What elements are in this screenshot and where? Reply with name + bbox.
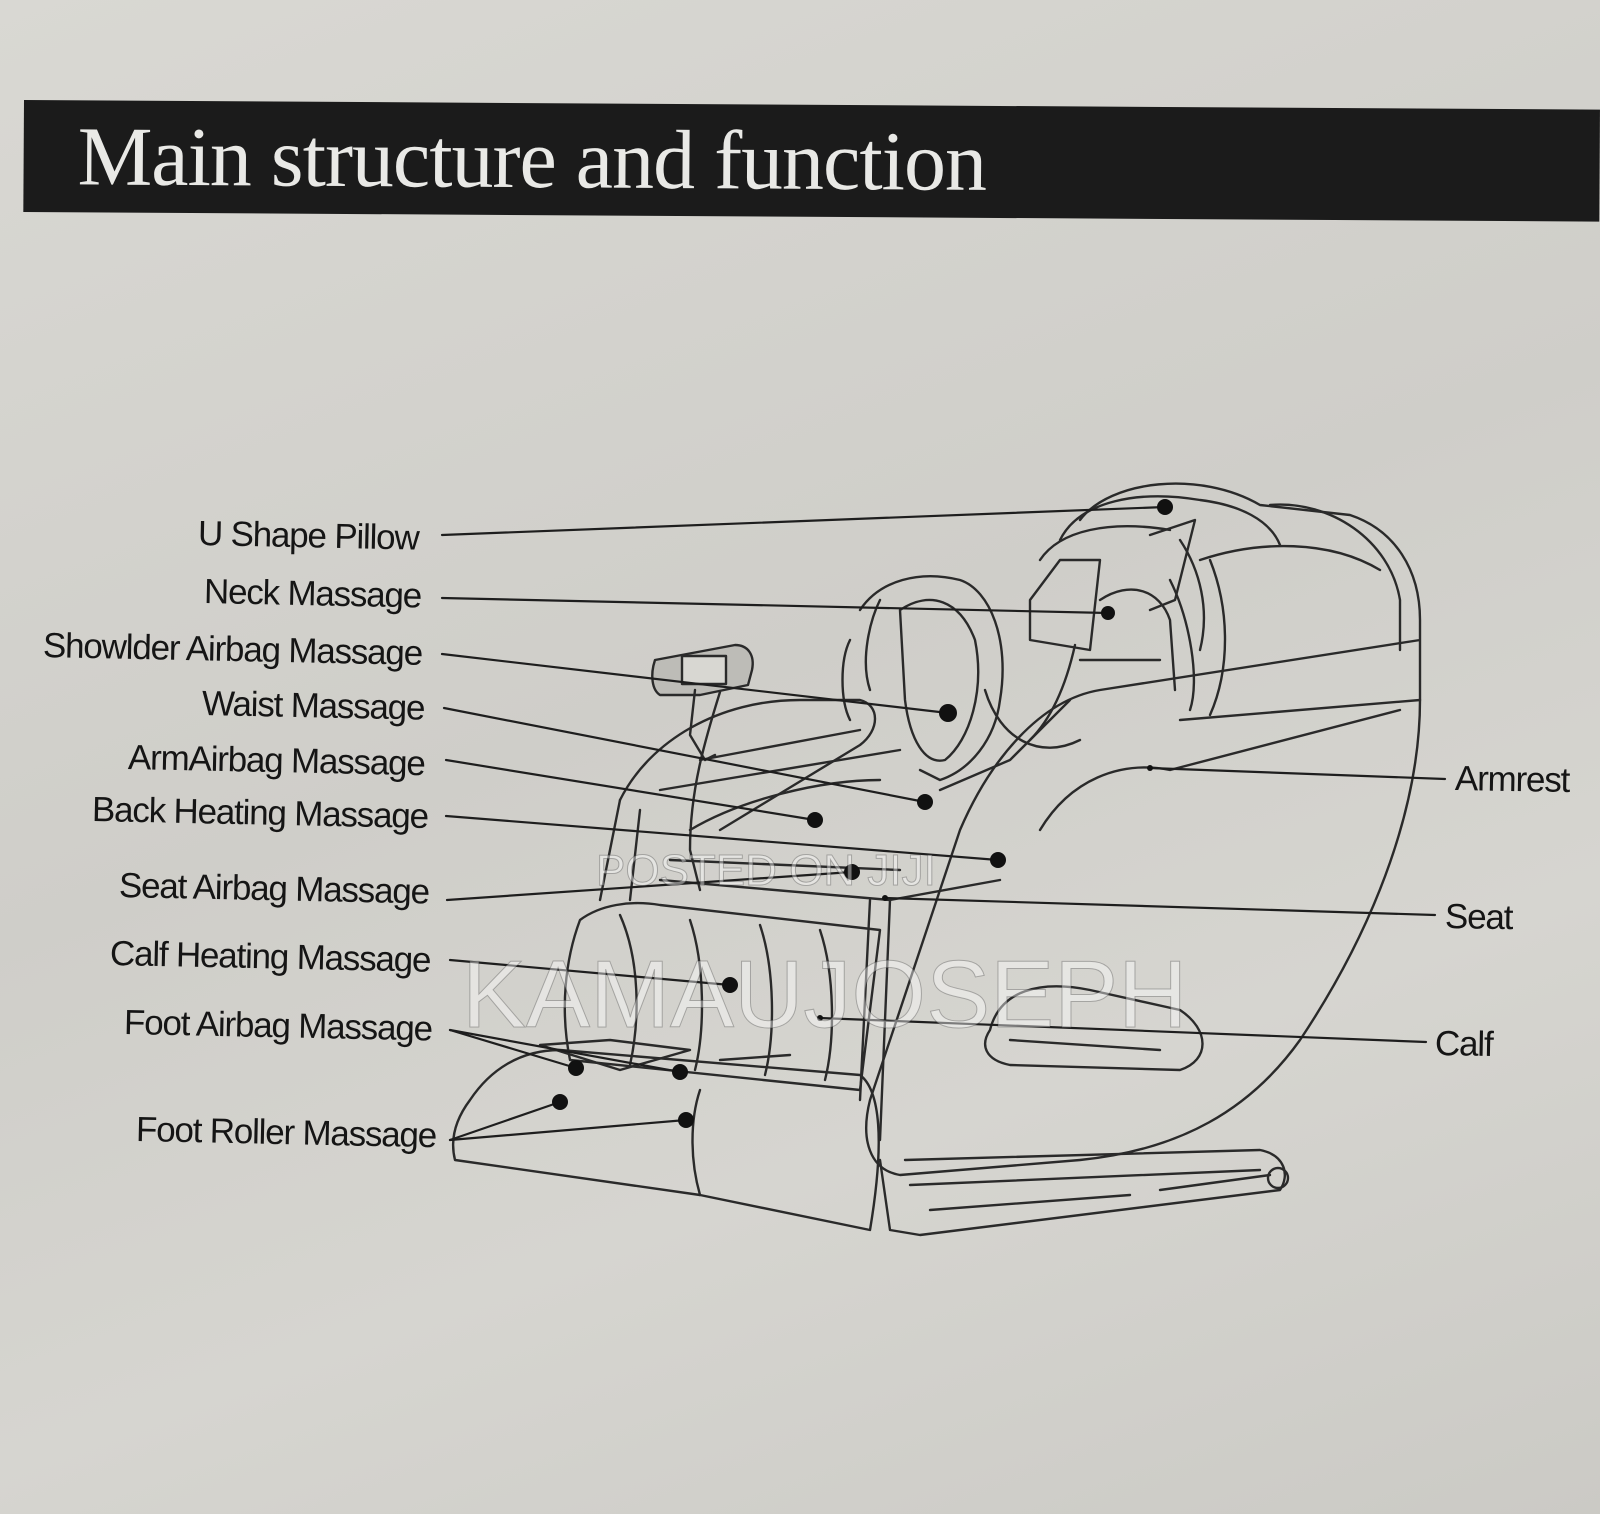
foot-roller-dot-2	[678, 1112, 694, 1128]
label-seat: Seat	[1444, 897, 1513, 938]
label-waist-massage: Waist Massage	[201, 684, 425, 728]
label-calf: Calf	[1434, 1024, 1493, 1064]
calf-dot	[817, 1015, 823, 1021]
label-u-shape-pillow: U Shape Pillow	[197, 514, 419, 558]
shoulder-airbag-dot	[939, 704, 957, 722]
label-shoulder-airbag-massage: Showlder Airbag Massage	[42, 626, 423, 673]
waist-massage-dot	[917, 794, 933, 810]
label-armrest: Armrest	[1454, 759, 1570, 800]
neck-massage-dot	[1101, 606, 1115, 620]
label-calf-heating-massage: Calf Heating Massage	[109, 934, 431, 980]
label-seat-airbag-massage: Seat Airbag Massage	[118, 866, 430, 912]
foot-airbag-dot-1	[568, 1060, 584, 1076]
label-back-heating-massage: Back Heating Massage	[91, 790, 429, 837]
label-foot-airbag-massage: Foot Airbag Massage	[123, 1003, 433, 1049]
u-shape-pillow-dot	[1157, 499, 1173, 515]
armrest-dot	[1147, 765, 1153, 771]
foot-roller-dot-1	[552, 1094, 568, 1110]
calf-heating-dot	[722, 977, 738, 993]
label-neck-massage: Neck Massage	[203, 572, 422, 616]
foot-airbag-dot-2	[672, 1064, 688, 1080]
watermark-posted-on-jiji: POSTED ON JIJI	[596, 846, 937, 896]
seat-dot	[882, 895, 888, 901]
arm-airbag-dot	[807, 812, 823, 828]
back-heating-dot	[990, 852, 1006, 868]
callout-dots	[552, 499, 1173, 1128]
watermark-kamaujoseph: KAMAUJOSEPH	[461, 941, 1188, 1049]
label-foot-roller-massage: Foot Roller Massage	[135, 1110, 437, 1156]
seat-airbag-dot	[844, 864, 860, 880]
leader-lines	[440, 505, 1447, 1142]
label-arm-airbag-massage: ArmAirbag Massage	[127, 738, 426, 784]
